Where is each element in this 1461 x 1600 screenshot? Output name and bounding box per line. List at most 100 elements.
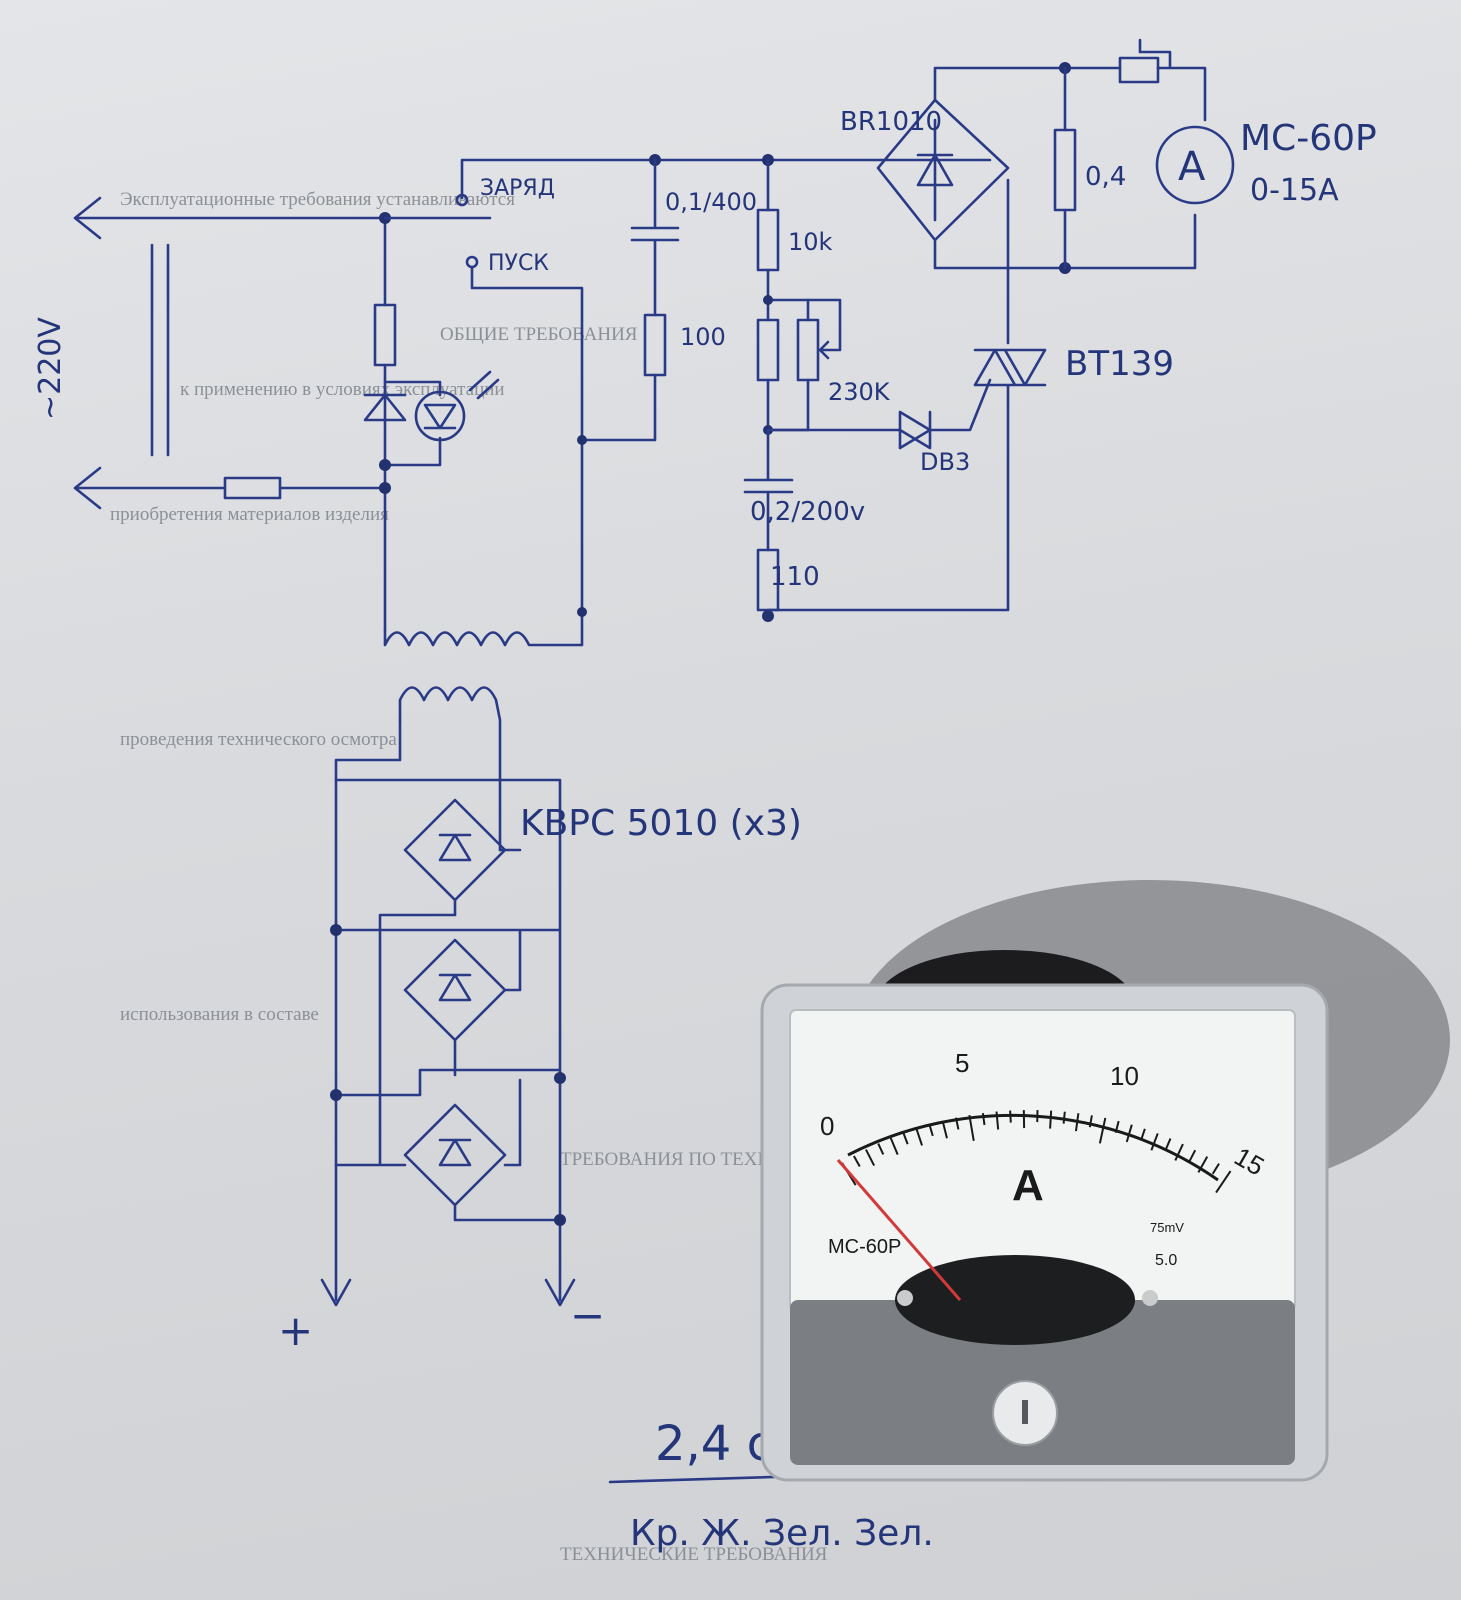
footer-notes: 2,4 с Кр. Ж. Зел. Зел. — [608, 1416, 1002, 1554]
switch-start-label: ПУСК — [488, 251, 549, 276]
plus-label: + — [278, 1306, 313, 1355]
led-indicator — [414, 390, 466, 442]
meter-shunt-voltage: 75mV — [1150, 1220, 1184, 1235]
print-line: ОБЩИЕ ТРЕБОВАНИЯ — [440, 324, 638, 345]
scale-tick — [1088, 1115, 1093, 1128]
print-line: приобретения материалов изделия — [110, 504, 389, 525]
mains-label: ~220V — [33, 317, 68, 420]
meter-rivet — [1142, 1290, 1158, 1306]
print-line: использования в составе — [120, 1004, 319, 1025]
scale-tick — [1098, 1117, 1107, 1144]
scale-tick — [1125, 1124, 1133, 1143]
panel-ammeter: 0 5 10 15 A MC-60P 75mV 5.0 — [760, 983, 1329, 1482]
timing-chain: 10k 230K 0,2/200v 110 — [743, 154, 902, 622]
print-line: Эксплуатационные требования устанавливаю… — [120, 189, 515, 210]
scale-tick — [1062, 1111, 1066, 1124]
meter-model: MC-60P — [828, 1236, 901, 1258]
ammeter-range-label: 0-15A — [1250, 173, 1339, 208]
resistor-10k — [756, 208, 780, 272]
bridge-kbpc-2 — [403, 938, 507, 1042]
meter-unit: A — [1012, 1161, 1044, 1210]
meter-rivet — [897, 1290, 913, 1306]
scale-tick — [1215, 1170, 1232, 1194]
transformer — [334, 607, 587, 1302]
cap-main-label: 0,1/400 — [665, 188, 757, 216]
pot-label: 230K — [828, 378, 891, 406]
bridge-label: BR1010 — [840, 107, 942, 137]
screw-slot — [1022, 1400, 1028, 1424]
output-bridge: 0,4 A MC-60P 0-15A BR1010 — [840, 38, 1377, 274]
mode-switch: ЗАРЯД ПУСК — [383, 158, 992, 612]
ammeter-model-label: MC-60P — [1240, 118, 1377, 159]
snubber-resistor — [643, 313, 667, 377]
scale-tick — [1211, 1163, 1220, 1175]
primary-winding — [383, 608, 584, 647]
bridge-kbpc-3 — [403, 1103, 507, 1207]
meter-pivot-housing — [895, 1255, 1135, 1345]
shunt-label: 0,4 — [1085, 162, 1126, 192]
scale-tick — [1197, 1156, 1209, 1173]
bridge-br1010 — [876, 98, 1010, 242]
scale-tick — [902, 1132, 909, 1145]
scale-tick — [1188, 1149, 1197, 1162]
meter-needle — [836, 1159, 962, 1301]
scale-tick — [941, 1120, 948, 1139]
switch-charge-label: ЗАРЯД — [480, 176, 555, 201]
rectifier-bank: KBPC 5010 (x3) + − — [278, 778, 802, 1355]
scale-tick — [889, 1137, 899, 1156]
triac-bt139 — [766, 178, 1047, 612]
scale-tick — [865, 1149, 876, 1167]
scale-tick — [877, 1143, 885, 1155]
scale-tick — [1009, 1110, 1012, 1123]
scale-tick — [995, 1111, 1000, 1130]
scale-tick — [928, 1124, 934, 1137]
scale-tick — [1150, 1133, 1159, 1151]
print-line: проведения технического осмотра — [120, 729, 397, 750]
ammeter-symbol — [1155, 125, 1235, 205]
scale-tick — [981, 1112, 986, 1126]
ammeter-symbol-letter: A — [1178, 144, 1206, 190]
res-100-label: 100 — [680, 323, 726, 351]
bridge-kbpc-1 — [403, 798, 507, 902]
scale-tick — [1049, 1110, 1053, 1129]
meter-grille — [790, 1300, 1295, 1465]
diac-db3 — [898, 378, 992, 450]
indicator-branch — [363, 212, 500, 632]
scale-label-0: 0 — [820, 1111, 834, 1141]
scale-tick — [915, 1128, 923, 1146]
mains-input: ~220V — [33, 196, 387, 510]
trigger-stage: DB3 BT139 — [766, 178, 1174, 612]
meter-class: 5.0 — [1155, 1252, 1177, 1269]
diac-label: DB3 — [920, 448, 970, 476]
scale-tick — [1114, 1120, 1120, 1133]
fuse — [223, 476, 282, 500]
res-110-label: 110 — [770, 562, 820, 592]
scale-tick — [1074, 1113, 1080, 1132]
scale-tick — [1174, 1143, 1184, 1161]
res-10k-label: 10k — [788, 228, 833, 256]
secondary-winding — [398, 686, 502, 852]
scale-tick — [1140, 1128, 1146, 1141]
minus-label: − — [570, 1291, 605, 1340]
rectifier-label: KBPC 5010 (x3) — [520, 803, 802, 844]
indicator-resistor — [373, 303, 397, 367]
print-line: ТЕХНИЧЕСКИЕ ТРЕБОВАНИЯ — [560, 1544, 828, 1565]
shunt-resistor — [1053, 128, 1077, 212]
timing-resistor — [756, 318, 780, 382]
footer-value: 2,4 с — [655, 1416, 773, 1472]
scale-label-10: 10 — [1110, 1061, 1139, 1091]
scale-tick — [954, 1117, 960, 1130]
scale-tick — [968, 1114, 975, 1141]
scale-tick — [1164, 1138, 1172, 1150]
print-line: к применению в условиях эксплуатации — [180, 379, 505, 400]
scale-label-5: 5 — [955, 1048, 969, 1078]
fuse-output — [1118, 56, 1160, 84]
footer-colors: Кр. Ж. Зел. Зел. — [630, 1513, 934, 1554]
snubber: 0,1/400 100 — [577, 154, 757, 445]
cap-timing-label: 0,2/200v — [750, 497, 865, 527]
scale-tick — [853, 1155, 861, 1167]
triac-label: BT139 — [1065, 344, 1174, 384]
potentiometer-230k — [796, 318, 820, 382]
